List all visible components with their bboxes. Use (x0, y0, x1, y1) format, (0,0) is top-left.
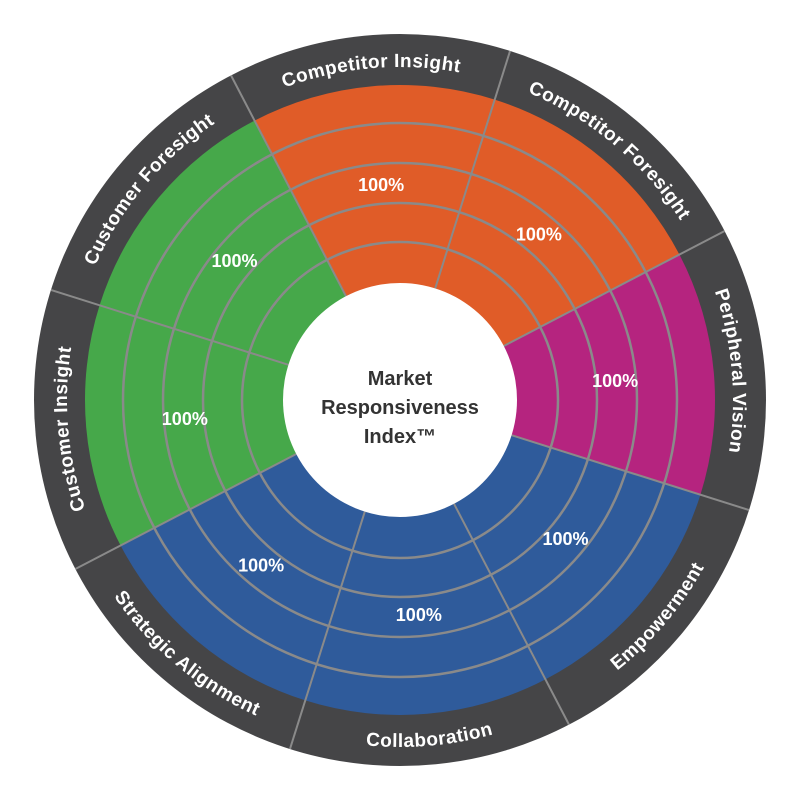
level-ring (161, 161, 639, 639)
segment-divider (511, 434, 750, 512)
segment-value-competitor-foresight: 100% (516, 225, 562, 245)
level-ring (240, 240, 560, 560)
segment-value-peripheral-vision: 100% (592, 371, 638, 391)
segment-collaboration (305, 400, 546, 715)
segment-competitor-insight (254, 85, 495, 401)
level-ring (201, 201, 599, 599)
segment-divider (434, 50, 512, 289)
level-ring (121, 121, 679, 679)
segment-peripheral-vision (400, 254, 715, 495)
segment-divider (453, 503, 570, 726)
segment-value-customer-foresight: 100% (212, 251, 258, 271)
segment-value-collaboration: 100% (396, 605, 442, 625)
segment-divider (288, 511, 366, 750)
segment-divider (503, 230, 726, 347)
segment-divider (50, 288, 289, 366)
segment-divider (230, 74, 347, 297)
segment-value-competitor-insight: 100% (358, 175, 404, 195)
center-title-line3: Index™ (364, 426, 436, 448)
segment-customer-insight (85, 305, 401, 546)
center-title-line2: Responsiveness (321, 397, 479, 419)
center-title-line1: Market (368, 368, 433, 390)
segment-value-customer-insight: 100% (162, 409, 208, 429)
center-hub (283, 283, 517, 517)
segment-value-strategic-alignment: 100% (238, 555, 284, 575)
segment-divider (74, 453, 297, 570)
segment-value-empowerment: 100% (542, 529, 588, 549)
